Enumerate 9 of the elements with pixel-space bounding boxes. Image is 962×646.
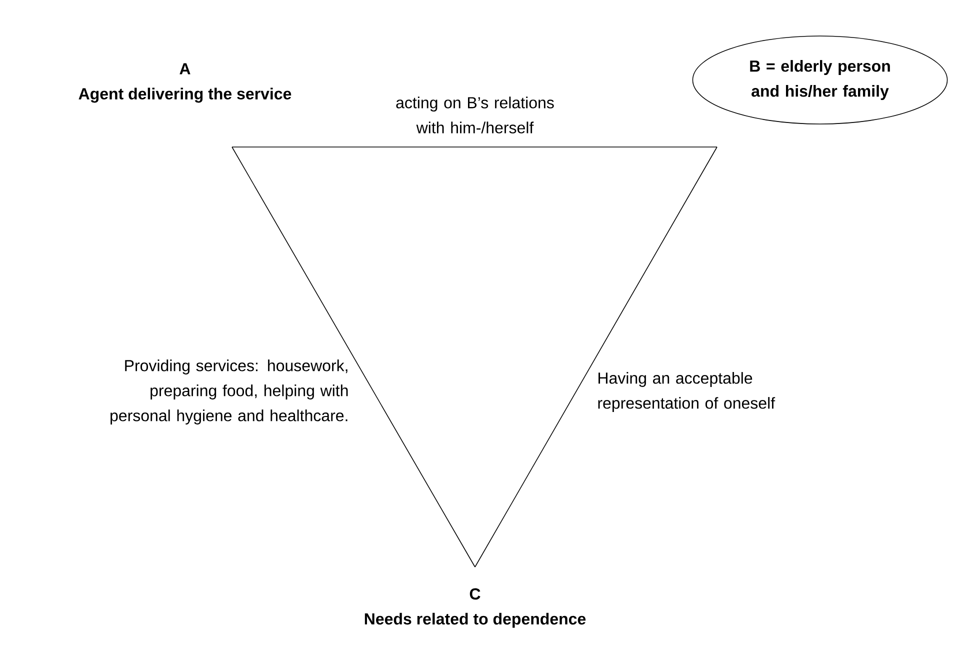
edge-label: acting on B’s relations with him-/herself xyxy=(396,96,554,134)
edge-label: Having an acceptable representation of oneself xyxy=(598,372,776,412)
triangle-side xyxy=(232,146,718,148)
vertex-label: C Needs related to dependence xyxy=(364,588,586,628)
triangle-side xyxy=(474,146,718,568)
vertex-label: A Agent delivering the service xyxy=(78,63,292,103)
edge-label: Providing services: housework, preparing food, helping with personal hygiene and healthcare. xyxy=(110,360,348,424)
ellipse-node: B = elderly person and his/her family xyxy=(692,36,948,124)
triangle-side xyxy=(232,146,476,568)
